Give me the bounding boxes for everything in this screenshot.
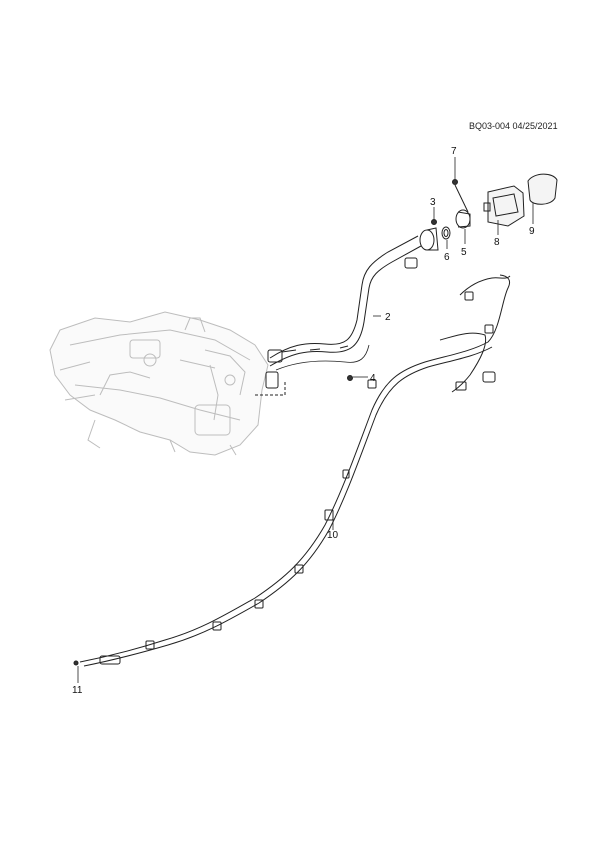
part-2-filler-pipe (255, 235, 422, 396)
callout-4: 4 (370, 373, 376, 384)
part-7-screw (452, 179, 469, 213)
callout-6: 6 (444, 252, 450, 263)
callout-7: 7 (451, 146, 457, 157)
leader-lines (77, 157, 534, 683)
part-6-seal (441, 226, 451, 240)
callout-5: 5 (461, 247, 467, 258)
callout-11: 11 (72, 685, 83, 696)
callout-3: 3 (430, 197, 436, 208)
part-5-collar (455, 209, 471, 229)
part-8-housing (483, 185, 525, 227)
fuel-tank-ghost (49, 311, 269, 456)
filler-neck (419, 227, 439, 251)
part-3-clip (431, 219, 437, 225)
callout-9: 9 (529, 226, 535, 237)
part-9-fuel-door (527, 173, 558, 205)
callout-8: 8 (494, 237, 500, 248)
callout-10: 10 (327, 530, 339, 541)
part-4-bolt (347, 375, 353, 381)
callout-2: 2 (385, 312, 391, 323)
drawing-code: BQ03-004 04/25/2021 (469, 121, 558, 131)
part-10-release-cable (79, 274, 511, 667)
part-11-end-fitting (73, 660, 79, 666)
